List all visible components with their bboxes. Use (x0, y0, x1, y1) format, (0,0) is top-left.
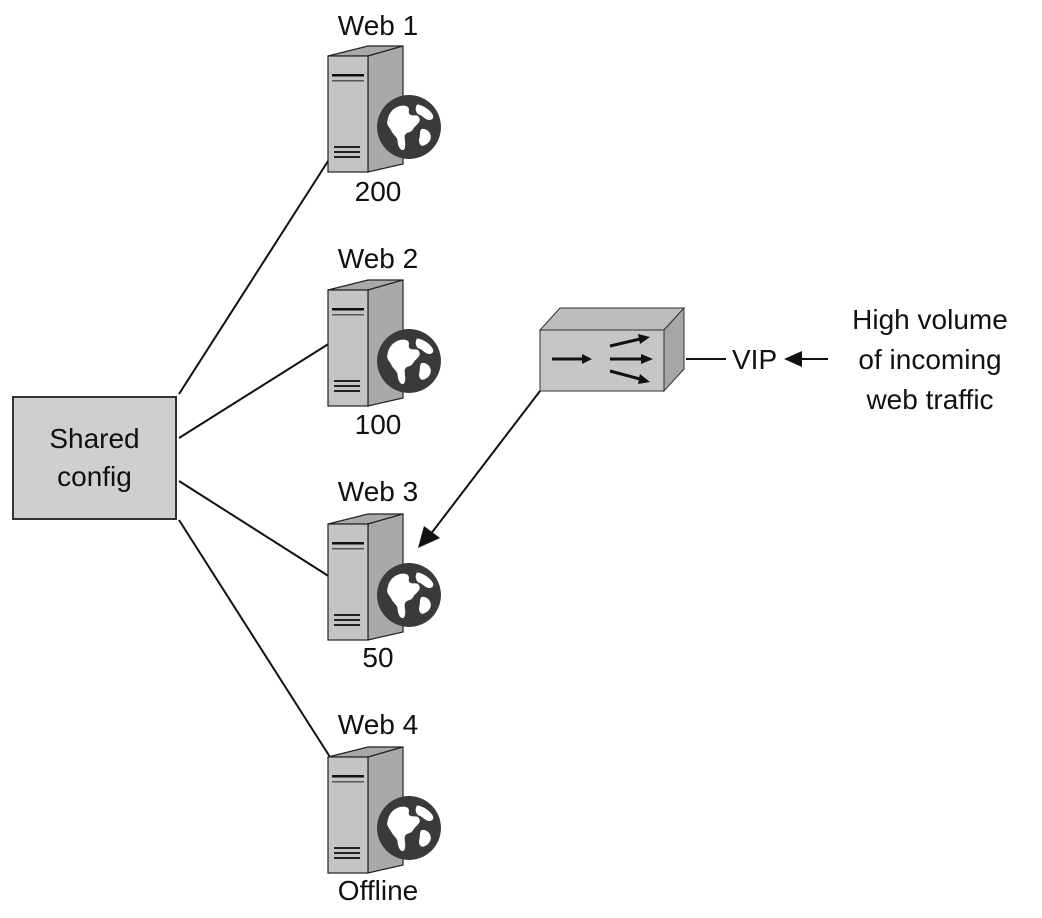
config-connections (178, 157, 331, 758)
globe-icon (377, 95, 441, 159)
link-web2 (178, 342, 331, 439)
server-web4[interactable] (327, 746, 441, 874)
server-name-web4: Web 4 (337, 709, 419, 740)
shared-config-box[interactable]: Shared config (12, 396, 177, 520)
server-web2[interactable] (327, 279, 441, 407)
load-balancer-icon (552, 334, 653, 384)
globe-icon (377, 563, 441, 627)
server-web1[interactable] (327, 45, 441, 173)
server-status-web2: 100 (354, 409, 402, 440)
vip-label: VIP (732, 344, 778, 375)
server-status-web4: Offline (337, 875, 419, 906)
shared-config-label: Shared config (49, 423, 140, 492)
incoming-traffic-label: High volume of incoming web traffic (852, 304, 1008, 415)
server-status-web3: 50 (362, 642, 394, 673)
server-name-web2: Web 2 (337, 243, 419, 274)
server-status-web1: 200 (354, 176, 402, 207)
globe-icon (377, 329, 441, 393)
server-name-web1: Web 1 (337, 10, 419, 41)
incoming-traffic-arrow (784, 351, 828, 367)
server-name-web3: Web 3 (337, 476, 419, 507)
link-web4 (178, 519, 331, 758)
routed-traffic-arrow (418, 390, 541, 548)
link-web1 (178, 157, 331, 395)
globe-icon (377, 796, 441, 860)
load-balancer[interactable] (538, 306, 686, 393)
link-web3 (178, 480, 331, 578)
